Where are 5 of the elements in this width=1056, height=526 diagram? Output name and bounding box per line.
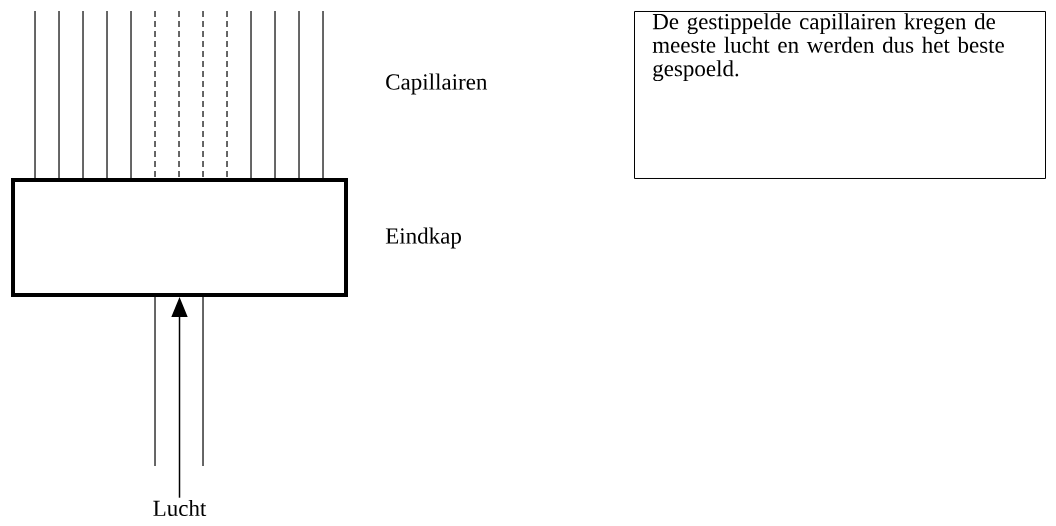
air-label: Lucht (153, 499, 207, 517)
end-cap-box (11, 178, 348, 297)
note-box: De gestippelde capillairen kregen de meeste lucht en werden dus het beste gespoeld. (634, 11, 1046, 179)
part-label: Eindkap (385, 227, 461, 249)
part-label: Capillairen (386, 73, 488, 95)
